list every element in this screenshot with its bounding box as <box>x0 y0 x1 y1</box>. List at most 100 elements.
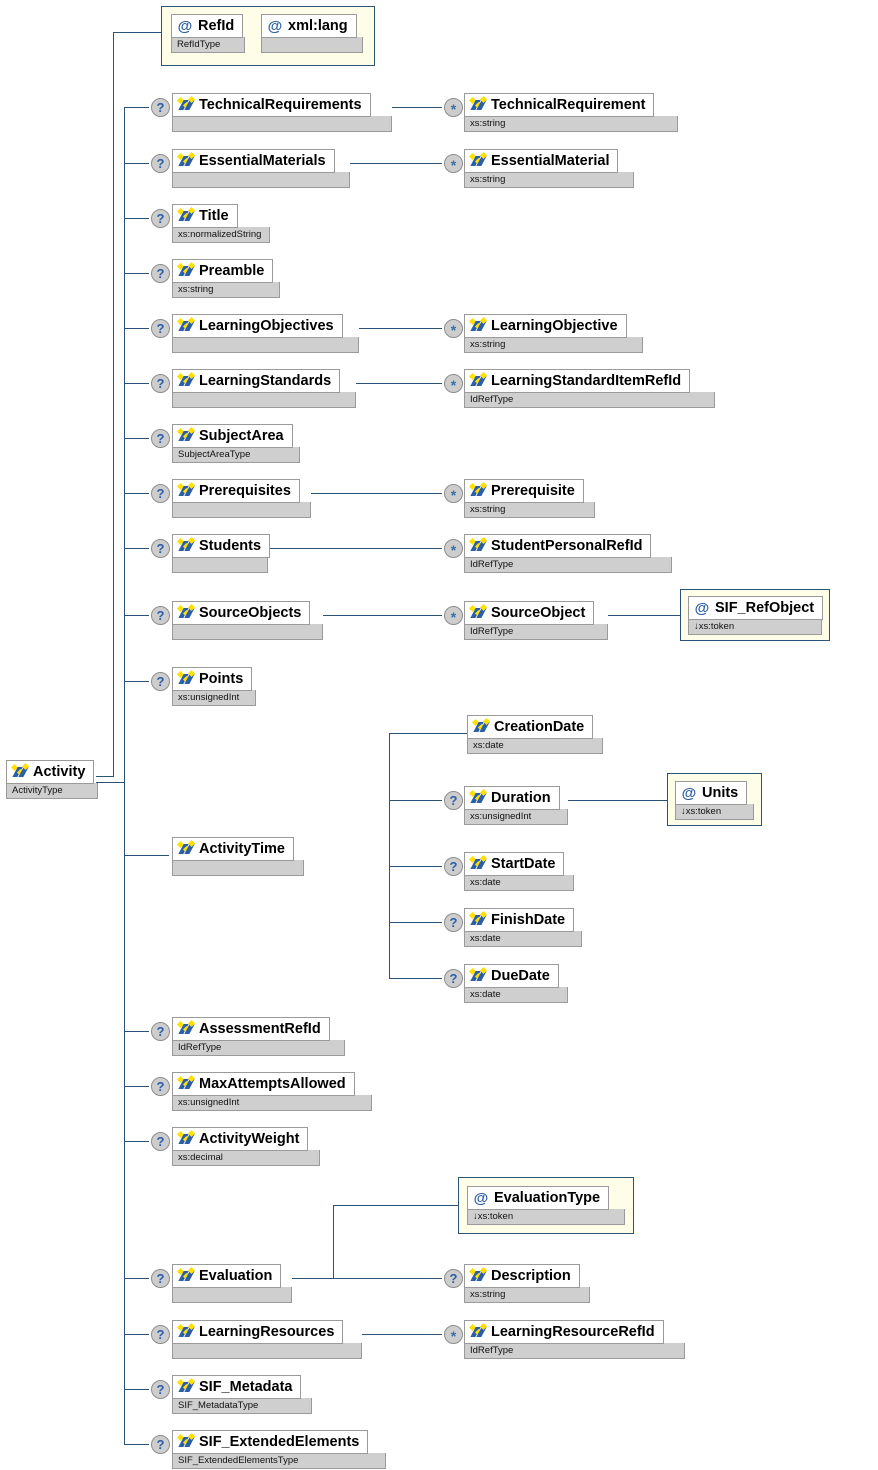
node-learningobjective[interactable]: LearningObjective xs:string <box>464 314 643 353</box>
node-sif-refobject[interactable]: @ SIF_RefObject ↓xs:token <box>688 596 824 635</box>
node-title-title[interactable]: Title <box>172 204 238 228</box>
node-essentialmaterial-type: xs:string <box>464 172 634 188</box>
link-evaluation-evaltype <box>333 1205 458 1206</box>
node-studentpersonalrefid[interactable]: StudentPersonalRefId IdRefType <box>464 534 672 573</box>
node-sourceobject[interactable]: SourceObject IdRefType <box>464 601 608 640</box>
node-assessmentrefid[interactable]: AssessmentRefId IdRefType <box>172 1017 345 1056</box>
node-preamble-title[interactable]: Preamble <box>172 259 274 283</box>
node-creationdate[interactable]: CreationDate xs:date <box>467 715 603 754</box>
node-activity-root[interactable]: Activity ActivityType <box>6 760 98 799</box>
node-sif-metadata[interactable]: SIF_Metadata SIF_MetadataType <box>172 1375 312 1414</box>
node-maxattemptsallowed[interactable]: MaxAttemptsAllowed xs:unsignedInt <box>172 1072 372 1111</box>
node-prerequisites[interactable]: Prerequisites <box>172 479 311 518</box>
node-learningobjectives[interactable]: LearningObjectives <box>172 314 359 353</box>
node-prerequisite-title[interactable]: Prerequisite <box>464 479 584 503</box>
node-technicalrequirements-title[interactable]: TechnicalRequirements <box>172 93 371 117</box>
node-learningstandards-label: LearningStandards <box>199 372 332 389</box>
node-description-title[interactable]: Description <box>464 1264 580 1288</box>
node-essentialmaterial[interactable]: EssentialMaterial xs:string <box>464 149 634 188</box>
node-preamble[interactable]: Preamble xs:string <box>172 259 280 298</box>
node-finishdate[interactable]: FinishDate xs:date <box>464 908 582 947</box>
node-technicalrequirements[interactable]: TechnicalRequirements <box>172 93 392 132</box>
node-sif-metadata-type: SIF_MetadataType <box>172 1398 312 1414</box>
link-techreqs-child <box>392 107 442 108</box>
node-duedate[interactable]: DueDate xs:date <box>464 964 568 1003</box>
node-prerequisite[interactable]: Prerequisite xs:string <box>464 479 595 518</box>
node-creationdate-title[interactable]: CreationDate <box>467 715 594 739</box>
node-sif-refobject-title[interactable]: @ SIF_RefObject <box>688 596 824 620</box>
node-assessmentrefid-title[interactable]: AssessmentRefId <box>172 1017 330 1041</box>
stub-essentialmaterials <box>124 163 149 164</box>
node-students-title[interactable]: Students <box>172 534 271 558</box>
node-units-title[interactable]: @ Units <box>675 781 748 805</box>
node-prerequisites-title[interactable]: Prerequisites <box>172 479 300 503</box>
node-learningstandards-title[interactable]: LearningStandards <box>172 369 341 393</box>
node-subjectarea[interactable]: SubjectArea SubjectAreaType <box>172 424 300 463</box>
node-learningresourcerefid[interactable]: LearningResourceRefId IdRefType <box>464 1320 685 1359</box>
node-duration[interactable]: Duration xs:unsignedInt <box>464 786 568 825</box>
node-maxattemptsallowed-title[interactable]: MaxAttemptsAllowed <box>172 1072 355 1096</box>
node-xmllang-title[interactable]: @ xml:lang <box>261 14 357 38</box>
node-learningresources[interactable]: LearningResources <box>172 1320 362 1359</box>
node-duedate-title[interactable]: DueDate <box>464 964 559 988</box>
node-technicalrequirement-title[interactable]: TechnicalRequirement <box>464 93 655 117</box>
node-points[interactable]: Points xs:unsignedInt <box>172 667 256 706</box>
node-preamble-type: xs:string <box>172 282 280 298</box>
node-learningresourcerefid-label: LearningResourceRefId <box>491 1323 655 1340</box>
node-maxattemptsallowed-type: xs:unsignedInt <box>172 1095 372 1111</box>
node-units[interactable]: @ Units ↓xs:token <box>675 781 754 820</box>
node-essentialmaterials[interactable]: EssentialMaterials <box>172 149 350 188</box>
element-icon <box>468 603 488 620</box>
node-duration-title[interactable]: Duration <box>464 786 560 810</box>
node-finishdate-title[interactable]: FinishDate <box>464 908 575 932</box>
node-studentpersonalrefid-title[interactable]: StudentPersonalRefId <box>464 534 652 558</box>
node-learningstandards[interactable]: LearningStandards <box>172 369 356 408</box>
node-maxattemptsallowed-label: MaxAttemptsAllowed <box>199 1075 346 1092</box>
node-activity-title[interactable]: Activity <box>6 760 95 784</box>
node-sif-extendedelements-title[interactable]: SIF_ExtendedElements <box>172 1430 369 1454</box>
node-technicalrequirement[interactable]: TechnicalRequirement xs:string <box>464 93 678 132</box>
stub-students <box>124 548 149 549</box>
stub-evaluation <box>124 1278 149 1279</box>
node-startdate[interactable]: StartDate xs:date <box>464 852 574 891</box>
node-sourceobjects-title[interactable]: SourceObjects <box>172 601 311 625</box>
stub-prerequisites <box>124 493 149 494</box>
node-activityweight-title[interactable]: ActivityWeight <box>172 1127 309 1151</box>
node-learningobjective-title[interactable]: LearningObjective <box>464 314 627 338</box>
node-activitytime-title[interactable]: ActivityTime <box>172 837 294 861</box>
node-learningstandarditemrefid[interactable]: LearningStandardItemRefId IdRefType <box>464 369 715 408</box>
node-refid-title[interactable]: @ RefId <box>171 14 244 38</box>
node-points-title[interactable]: Points <box>172 667 253 691</box>
node-evaluationtype[interactable]: @ EvaluationType ↓xs:token <box>467 1186 625 1225</box>
node-students[interactable]: Students <box>172 534 271 573</box>
node-description[interactable]: Description xs:string <box>464 1264 590 1303</box>
node-refid[interactable]: @ RefId RefIdType <box>171 14 245 53</box>
node-sif-extendedelements[interactable]: SIF_ExtendedElements SIF_ExtendedElement… <box>172 1430 386 1469</box>
node-sourceobjects-label: SourceObjects <box>199 604 302 621</box>
node-learningstandarditemrefid-title[interactable]: LearningStandardItemRefId <box>464 369 691 393</box>
node-sourceobject-title[interactable]: SourceObject <box>464 601 595 625</box>
node-learningstandards-type <box>172 392 356 408</box>
node-learningobjectives-title[interactable]: LearningObjectives <box>172 314 343 338</box>
node-activitytime[interactable]: ActivityTime <box>172 837 304 876</box>
node-essentialmaterial-title[interactable]: EssentialMaterial <box>464 149 619 173</box>
node-evaluation-title[interactable]: Evaluation <box>172 1264 282 1288</box>
node-learningresources-title[interactable]: LearningResources <box>172 1320 344 1344</box>
node-learningresourcerefid-title[interactable]: LearningResourceRefId <box>464 1320 664 1344</box>
node-sif-metadata-title[interactable]: SIF_Metadata <box>172 1375 302 1399</box>
marker-repeat-essentialmaterial: * <box>444 154 463 173</box>
marker-optional-prerequisites: ? <box>151 484 170 503</box>
node-activityweight[interactable]: ActivityWeight xs:decimal <box>172 1127 320 1166</box>
node-evaluationtype-title[interactable]: @ EvaluationType <box>467 1186 610 1210</box>
element-icon <box>176 261 196 278</box>
node-startdate-title[interactable]: StartDate <box>464 852 565 876</box>
node-sourceobjects[interactable]: SourceObjects <box>172 601 323 640</box>
node-xmllang[interactable]: @ xml:lang <box>261 14 363 53</box>
node-subjectarea-title[interactable]: SubjectArea <box>172 424 293 448</box>
stub-maxattemptsallowed <box>124 1086 149 1087</box>
marker-optional-students: ? <box>151 539 170 558</box>
element-icon <box>176 151 196 168</box>
node-essentialmaterials-title[interactable]: EssentialMaterials <box>172 149 335 173</box>
node-evaluation[interactable]: Evaluation <box>172 1264 292 1303</box>
node-title[interactable]: Title xs:normalizedString <box>172 204 270 243</box>
